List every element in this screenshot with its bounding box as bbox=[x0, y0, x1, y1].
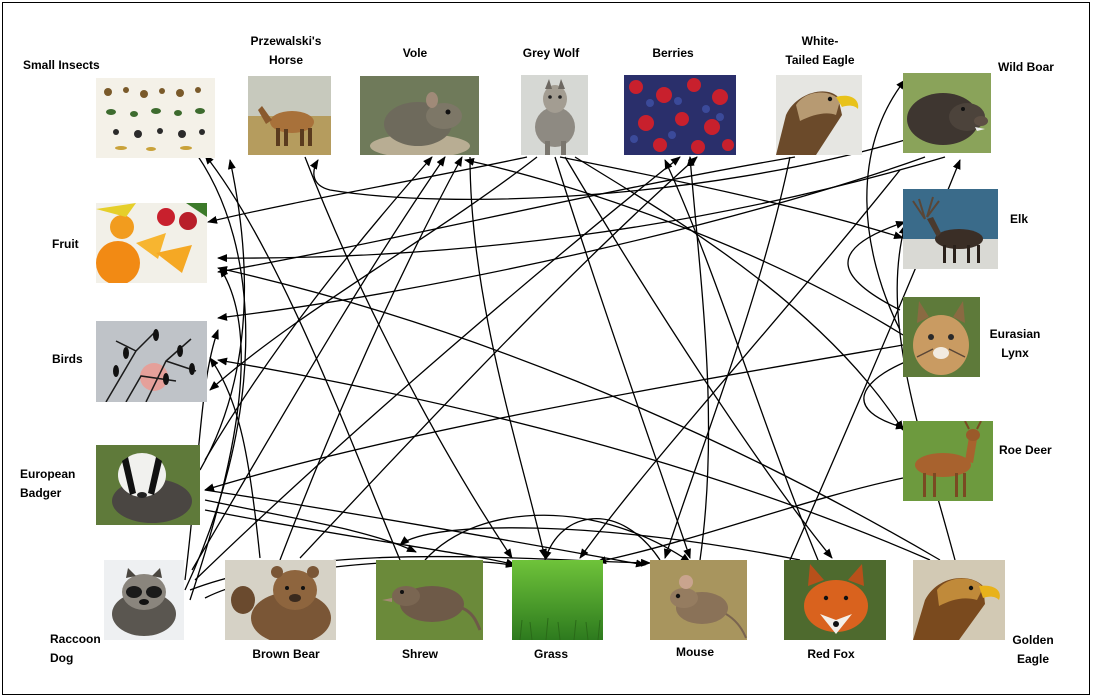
arrow-fox-shrew bbox=[399, 527, 801, 561]
label-mouse: Mouse bbox=[675, 645, 714, 659]
birds-image bbox=[96, 321, 207, 402]
label-white-tailed-eagle: White- Tailed Eagle bbox=[785, 34, 855, 67]
wild-boar-image bbox=[903, 73, 991, 153]
arrow-lynx-roedeer bbox=[863, 359, 911, 430]
arrow-horse-grass bbox=[304, 156, 513, 559]
label-european-badger: European Badger bbox=[20, 467, 76, 500]
arrow-badger-vole bbox=[204, 156, 433, 461]
przewalskis-horse-image bbox=[248, 76, 331, 155]
label-vole: Vole bbox=[402, 46, 428, 60]
label-raccoon-dog: Raccoon Dog bbox=[50, 632, 101, 665]
white-tailed-eagle-image bbox=[776, 75, 862, 155]
arrow-shrew-mouse bbox=[424, 514, 691, 563]
arrow-bear-vole bbox=[279, 156, 463, 561]
arrow-raccoon-berries bbox=[194, 156, 681, 581]
arrow-wolf-mouse bbox=[554, 156, 691, 559]
arrow-bear-berries bbox=[299, 156, 698, 559]
arrow-geagle-fruit bbox=[217, 266, 941, 561]
arrow-wolf-elk bbox=[559, 156, 904, 240]
arrow-lynx-elk bbox=[847, 221, 906, 311]
european-badger-image bbox=[96, 445, 200, 525]
arrow-raccoon-vole bbox=[191, 156, 446, 571]
arrow-wolf-birds bbox=[209, 156, 538, 391]
arrow-mouse-grass bbox=[543, 518, 661, 561]
arrow-boar-birds bbox=[217, 156, 926, 321]
arrow-wolf-fruit bbox=[207, 156, 528, 224]
arrow-wteagle-mouse bbox=[663, 156, 791, 559]
label-golden-eagle: Golden Eagle bbox=[1012, 633, 1054, 666]
elk-image bbox=[903, 189, 998, 269]
label-fruit: Fruit bbox=[52, 237, 79, 251]
label-wild-boar: Wild Boar bbox=[998, 60, 1054, 74]
arrow-badger-shrew bbox=[204, 499, 417, 553]
arrow-raccoon-insects bbox=[184, 144, 247, 591]
arrow-vole-grass bbox=[469, 156, 547, 559]
vole-image bbox=[360, 76, 479, 155]
red-fox-image bbox=[784, 560, 886, 640]
label-roe-deer: Roe Deer bbox=[999, 443, 1052, 457]
arrow-roedeer-grass bbox=[596, 477, 904, 565]
label-grey-wolf: Grey Wolf bbox=[522, 46, 580, 60]
arrow-lynx-badger bbox=[204, 344, 904, 492]
arrow-fox-berries bbox=[664, 159, 821, 566]
label-grass: Grass bbox=[533, 647, 569, 661]
arrow-boar-grass bbox=[579, 169, 901, 559]
arrow-lynx-vole bbox=[464, 157, 904, 336]
raccoon-dog-image bbox=[104, 560, 184, 640]
arrow-shrew-insects bbox=[204, 154, 401, 561]
arrow-geagle-elk bbox=[896, 224, 956, 561]
arrow-mouse-berries bbox=[686, 156, 710, 561]
fruit-image bbox=[96, 203, 207, 283]
label-birds: Birds bbox=[52, 352, 83, 366]
arrow-badger-mouse bbox=[204, 489, 646, 568]
grey-wolf-image bbox=[521, 75, 588, 155]
arrow-wolf-roedeer bbox=[574, 156, 904, 431]
shrew-image bbox=[376, 560, 483, 640]
golden-eagle-image bbox=[913, 560, 1005, 640]
eurasian-lynx-image bbox=[903, 297, 980, 377]
arrow-bear-birds bbox=[209, 357, 261, 559]
label-small-insects: Small Insects bbox=[23, 58, 100, 72]
arrow-boar-vole bbox=[309, 139, 906, 200]
brown-bear-image bbox=[225, 560, 336, 640]
label-elk: Elk bbox=[1010, 212, 1029, 226]
arrow-boar-fruit bbox=[217, 156, 946, 263]
arrow-lynx-wildboar bbox=[866, 79, 906, 331]
label-shrew: Shrew bbox=[401, 647, 438, 661]
berries-image bbox=[624, 75, 736, 155]
label-red-fox: Red Fox bbox=[807, 647, 855, 661]
label-berries: Berries bbox=[652, 46, 694, 60]
small-insects-image bbox=[96, 78, 215, 158]
roe-deer-image bbox=[903, 421, 993, 501]
label-brown-bear: Brown Bear bbox=[252, 647, 320, 661]
mouse-image bbox=[650, 560, 747, 640]
label-eurasian-lynx: Eurasian Lynx bbox=[989, 327, 1041, 360]
grass-image bbox=[512, 560, 603, 640]
arrow-badger-grass bbox=[204, 509, 516, 567]
label-przewalskis-horse: Przewalski's Horse bbox=[250, 34, 322, 67]
arrow-raccoon-birds bbox=[184, 329, 219, 581]
arrow-geagle-birds bbox=[217, 357, 931, 561]
arrow-raccoon-fruit bbox=[189, 267, 242, 601]
